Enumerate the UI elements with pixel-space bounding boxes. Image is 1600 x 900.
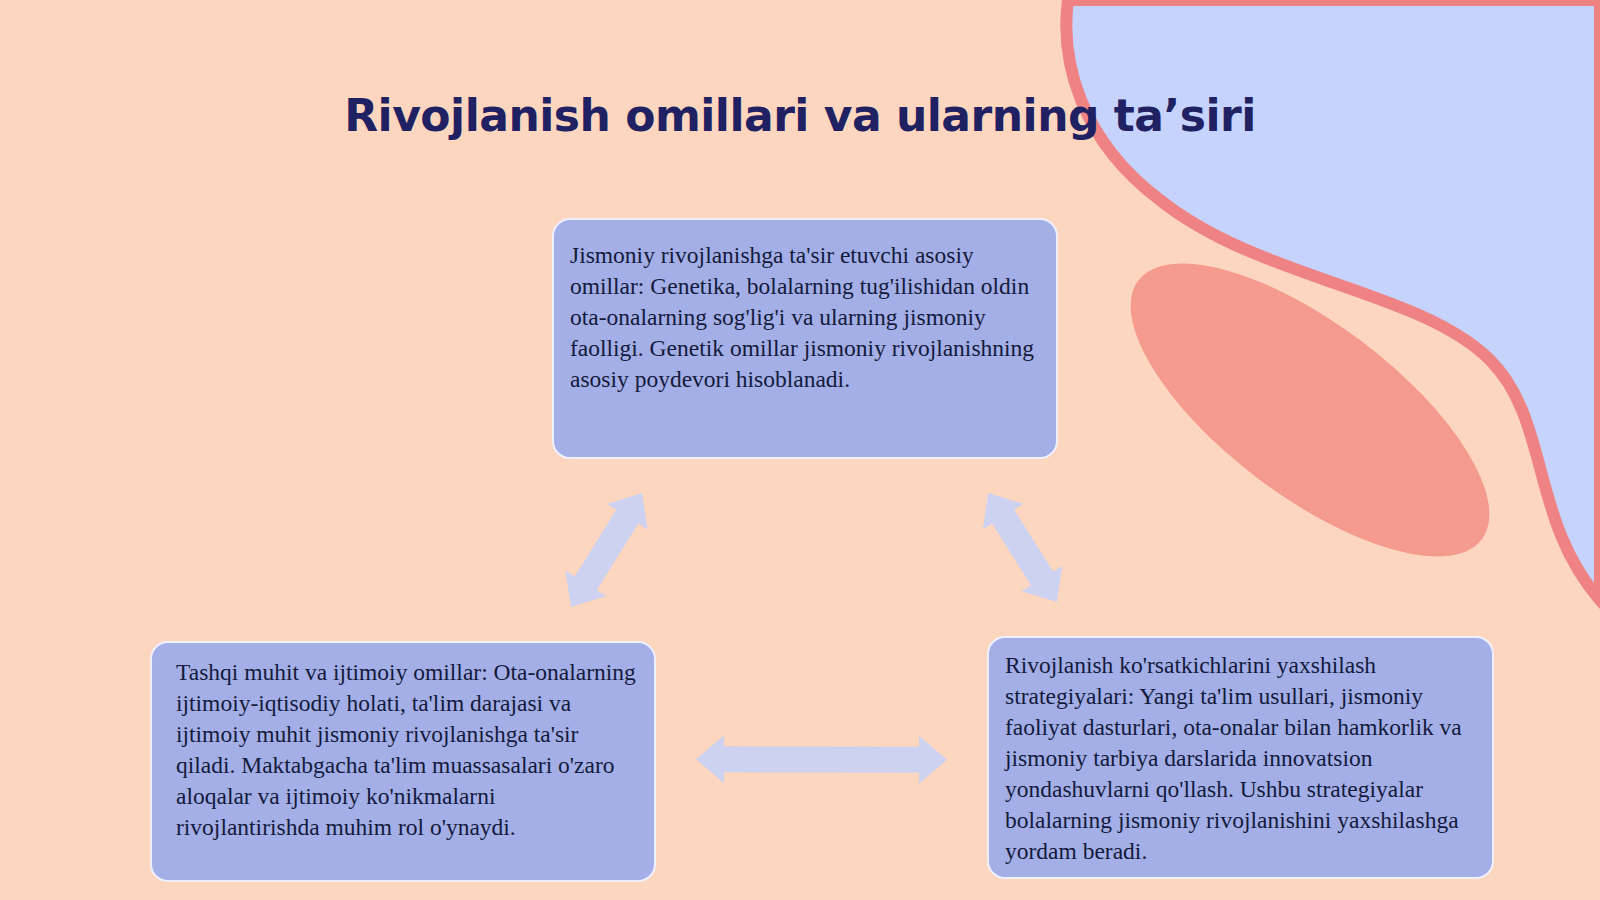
box-text: Tashqi muhit va ijtimoiy omillar: Ota-on… (176, 657, 638, 843)
text-box: Jismoniy rivojlanishga ta'sir etuvchi as… (552, 218, 1058, 459)
block-arrow (983, 493, 1063, 602)
block-arrow (565, 493, 647, 607)
diagram-title: Rivojlanish omillari va ularning ta’siri (200, 90, 1400, 141)
box-text: Rivojlanish ko'rsatkichlarini yaxshilash… (1005, 650, 1478, 867)
text-box: Rivojlanish ko'rsatkichlarini yaxshilash… (987, 636, 1494, 879)
text-box: Tashqi muhit va ijtimoiy omillar: Ota-on… (150, 641, 656, 882)
pink-leaf (1087, 212, 1534, 608)
block-arrow (696, 735, 947, 784)
box-text: Jismoniy rivojlanishga ta'sir etuvchi as… (570, 240, 1038, 395)
